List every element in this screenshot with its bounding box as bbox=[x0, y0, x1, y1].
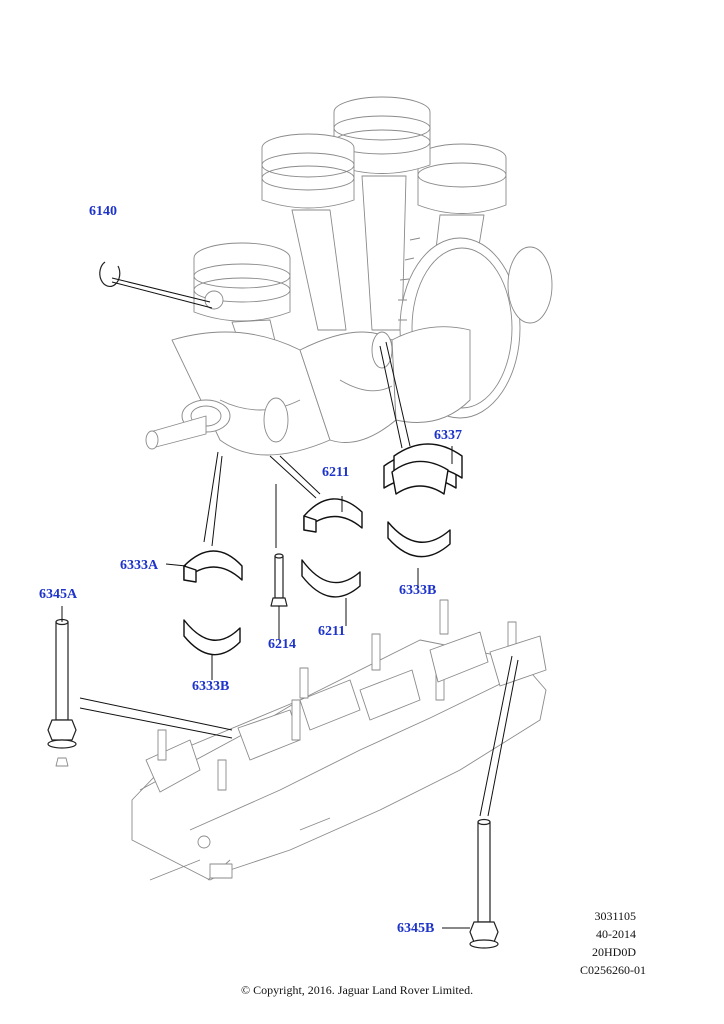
reference-line-2: 40-2014 bbox=[596, 927, 636, 941]
piston-assembly-ghost bbox=[193, 96, 507, 411]
thrust-bearing-6337[interactable] bbox=[383, 443, 463, 495]
callout-6211-upper[interactable]: 6211 bbox=[322, 465, 350, 480]
callout-6211-lower[interactable]: 6211 bbox=[318, 624, 346, 639]
copyright-notice: © Copyright, 2016. Jaguar Land Rover Lim… bbox=[241, 983, 474, 997]
circlip-6140[interactable] bbox=[99, 261, 121, 287]
callout-6140[interactable]: 6140 bbox=[89, 204, 117, 219]
callout-6214[interactable]: 6214 bbox=[268, 637, 296, 652]
reference-line-3: 20HD0D bbox=[592, 945, 636, 959]
bearing-shell-6211-upper[interactable] bbox=[303, 498, 363, 533]
reference-line-4: C0256260-01 bbox=[580, 963, 646, 977]
callout-6345B[interactable]: 6345B bbox=[397, 921, 435, 936]
bearing-shell-6211-lower[interactable] bbox=[301, 559, 361, 598]
bolt-6345B[interactable] bbox=[469, 818, 499, 949]
callout-6345A[interactable]: 6345A bbox=[39, 587, 78, 602]
crankshaft-ghost bbox=[145, 237, 553, 456]
callout-6333B-right[interactable]: 6333B bbox=[399, 583, 437, 598]
bedplate-ghost bbox=[131, 599, 547, 881]
bearing-shell-6333B-right[interactable] bbox=[387, 521, 451, 558]
dowel-pin-6214[interactable] bbox=[270, 553, 288, 607]
callout-6337[interactable]: 6337 bbox=[434, 428, 462, 443]
callout-6333B-left[interactable]: 6333B bbox=[192, 679, 230, 694]
callout-6333A[interactable]: 6333A bbox=[120, 558, 159, 573]
bolt-6345A[interactable] bbox=[47, 618, 77, 767]
reference-line-1: 3031105 bbox=[594, 909, 636, 923]
bearing-shell-6333A[interactable] bbox=[183, 550, 243, 583]
leader-lines bbox=[61, 277, 519, 929]
bearing-shell-6333B-left[interactable] bbox=[183, 619, 241, 656]
